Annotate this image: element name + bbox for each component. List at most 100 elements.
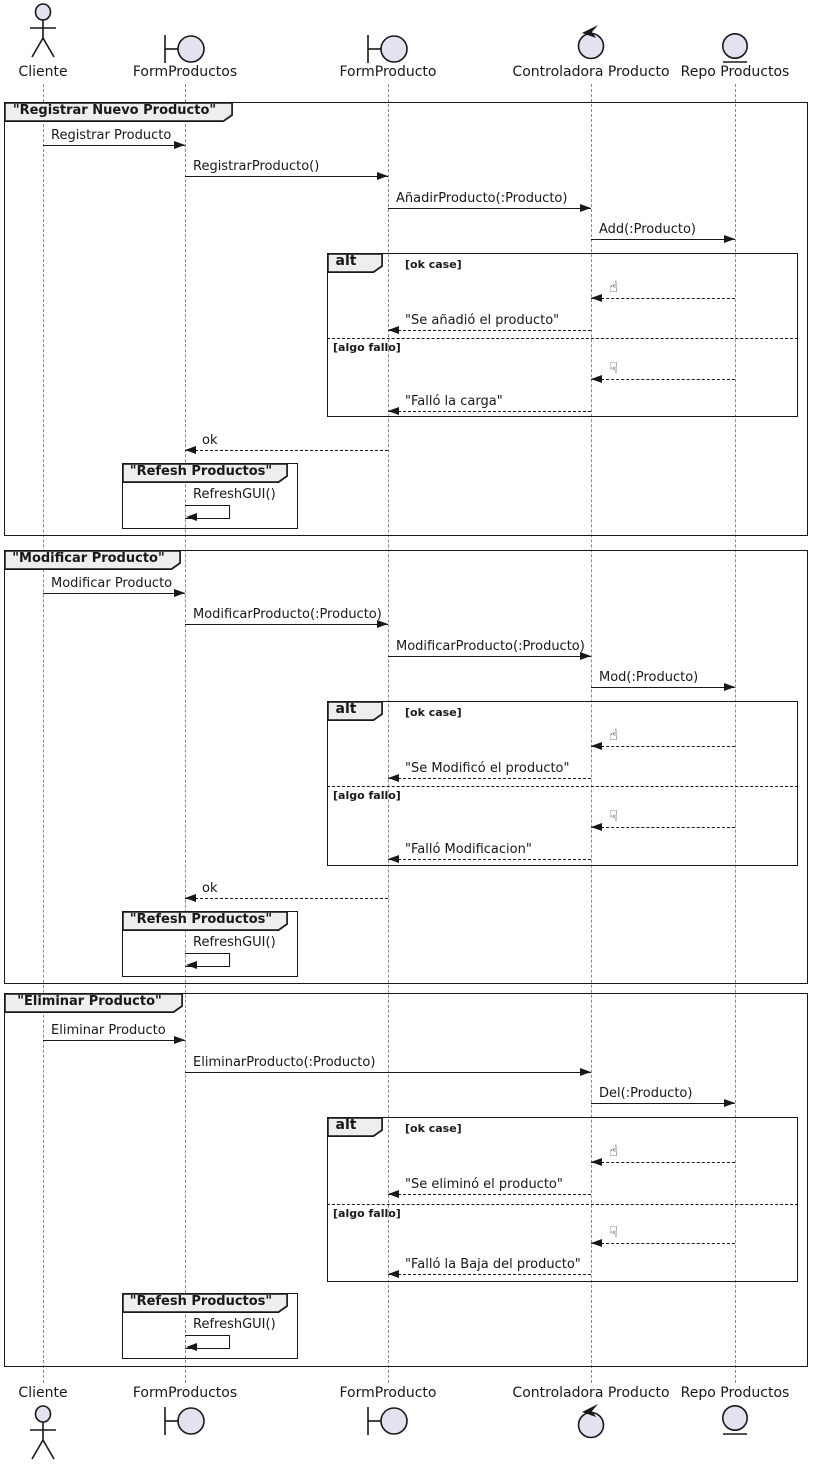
message-line — [185, 1072, 591, 1073]
message-line — [591, 1243, 735, 1244]
boundary-icon — [163, 33, 211, 65]
message-line — [591, 827, 735, 828]
message-label: RegistrarProducto() — [193, 159, 320, 174]
boundary-icon — [163, 1405, 211, 1437]
alt-divider — [327, 786, 798, 787]
refresh-title-tab: "Refesh Productos" — [122, 1293, 288, 1313]
thumbs-down-icon: ☟ — [609, 807, 619, 825]
section-frame — [4, 102, 808, 536]
lifeline-formproductos — [185, 84, 186, 1383]
arrowhead-left-icon — [388, 855, 399, 863]
participant-label-formproductos: FormProductos — [132, 64, 238, 80]
participant-label-formproductos: FormProductos — [132, 1385, 238, 1401]
message-line — [388, 1194, 591, 1195]
section-title-tab-text: "Modificar Producto" — [12, 551, 165, 566]
message-line — [388, 208, 591, 209]
refresh-title-tab-text: "Refesh Productos" — [129, 912, 273, 927]
arrowhead-right-icon — [377, 172, 388, 180]
message-label: "Se Modificó el producto" — [405, 761, 570, 776]
message-line — [591, 379, 735, 380]
arrowhead-left-icon — [186, 960, 197, 969]
message-label: ModificarProducto(:Producto) — [193, 607, 382, 622]
refresh-title-tab: "Refesh Productos" — [122, 463, 288, 483]
arrowhead-right-icon — [377, 620, 388, 628]
section-title-tab: "Eliminar Producto" — [4, 993, 183, 1013]
arrowhead-right-icon — [580, 652, 591, 660]
message-line — [388, 1274, 591, 1275]
message-line — [591, 1103, 735, 1104]
message-line — [388, 411, 591, 412]
participant-label-repo-productos: Repo Productos — [680, 64, 790, 80]
self-message-loop — [185, 505, 230, 519]
arrowhead-right-icon — [724, 683, 735, 691]
arrowhead-left-icon — [388, 1190, 399, 1198]
message-label: Del(:Producto) — [599, 1086, 693, 1101]
thumbs-up-icon: ☝ — [609, 726, 619, 744]
alt-divider — [327, 338, 798, 339]
message-line — [43, 1040, 185, 1041]
alt-frame — [327, 253, 798, 417]
message-label: Mod(:Producto) — [599, 670, 699, 685]
participant-label-repo-productos: Repo Productos — [680, 1385, 790, 1401]
boundary-icon — [366, 1405, 414, 1437]
message-label: ok — [202, 881, 218, 896]
lifeline-repo-productos — [735, 84, 736, 1383]
arrowhead-left-icon — [591, 823, 602, 831]
arrowhead-right-icon — [174, 141, 185, 149]
entity-icon — [721, 33, 749, 65]
refresh-title-tab-text: "Refesh Productos" — [129, 464, 273, 479]
section-title-tab-text: "Eliminar Producto" — [17, 994, 162, 1009]
control-icon — [576, 24, 606, 60]
message-label: "Falló la Baja del producto" — [405, 1257, 581, 1272]
message-line — [185, 450, 388, 451]
thumbs-up-icon: ☝ — [609, 1142, 619, 1160]
message-label: ModificarProducto(:Producto) — [396, 639, 585, 654]
message-label: Eliminar Producto — [51, 1023, 166, 1038]
message-label: AñadirProducto(:Producto) — [396, 191, 568, 206]
actor-icon — [24, 1404, 62, 1464]
self-message-loop — [185, 953, 230, 967]
message-label: Registrar Producto — [51, 128, 172, 143]
message-line — [185, 898, 388, 899]
self-message-label: RefreshGUI() — [193, 487, 276, 502]
boundary-icon — [366, 33, 414, 65]
arrowhead-left-icon — [186, 1342, 197, 1351]
message-label: "Se eliminó el producto" — [405, 1177, 563, 1192]
thumbs-down-icon: ☟ — [609, 359, 619, 377]
arrowhead-left-icon — [388, 774, 399, 782]
arrowhead-left-icon — [388, 407, 399, 415]
arrowhead-left-icon — [591, 375, 602, 383]
message-line — [591, 1162, 735, 1163]
section-title-tab-text: "Registrar Nuevo Producto" — [12, 103, 217, 118]
message-line — [388, 330, 591, 331]
arrowhead-left-icon — [185, 446, 196, 454]
message-line — [185, 624, 388, 625]
participant-label-formproducto: FormProducto — [339, 64, 437, 80]
alt-guard-fail: [algo fallo] — [333, 789, 401, 802]
participant-label-formproducto: FormProducto — [339, 1385, 437, 1401]
alt-operator-tab: alt — [327, 1117, 383, 1137]
alt-operator-tab-text: alt — [335, 701, 357, 717]
alt-operator-tab: alt — [327, 701, 383, 721]
participant-label-cliente: Cliente — [18, 1385, 68, 1401]
lifeline-formproducto — [388, 84, 389, 1383]
message-label: ok — [202, 433, 218, 448]
actor-icon — [24, 2, 62, 62]
section-title-tab: "Registrar Nuevo Producto" — [4, 102, 233, 122]
alt-guard-fail: [algo fallo] — [333, 1207, 401, 1220]
message-label: Add(:Producto) — [599, 222, 697, 237]
control-icon — [576, 1403, 606, 1439]
alt-guard-ok: [ok case] — [405, 258, 462, 271]
lifeline-controladora-producto — [591, 84, 592, 1383]
arrowhead-right-icon — [174, 589, 185, 597]
participant-label-controladora-producto: Controladora Producto — [512, 1385, 670, 1401]
lifeline-cliente — [43, 84, 44, 1383]
section-frame — [4, 550, 808, 984]
arrowhead-left-icon — [591, 294, 602, 302]
alt-divider — [327, 1204, 798, 1205]
message-label: EliminarProducto(:Producto) — [193, 1055, 376, 1070]
arrowhead-left-icon — [186, 512, 197, 521]
alt-frame — [327, 1117, 798, 1282]
section-frame — [4, 993, 808, 1367]
